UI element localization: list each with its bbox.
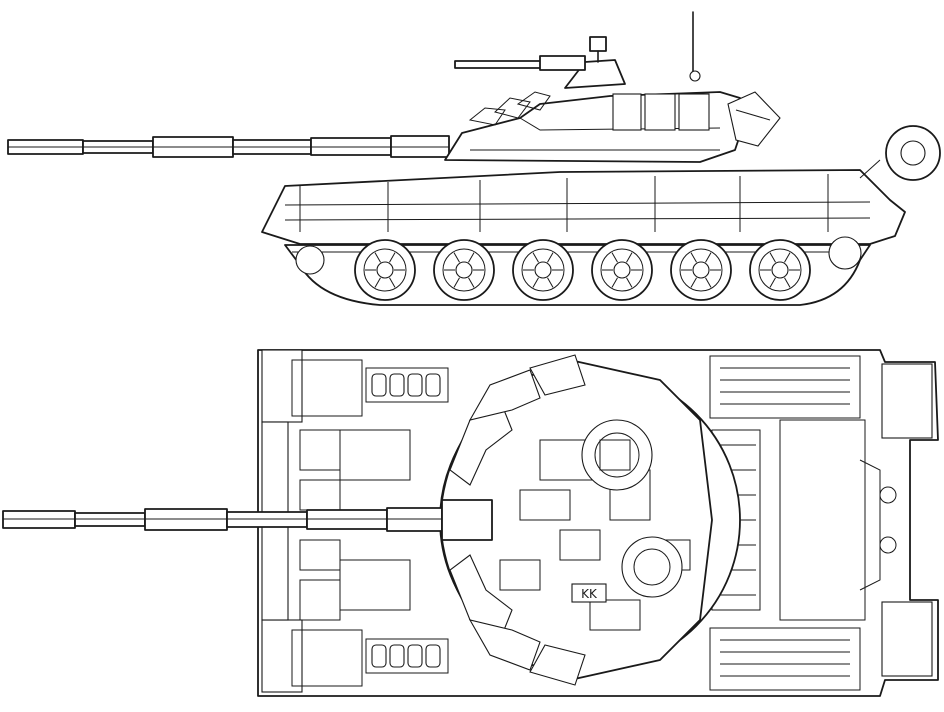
gunner-hatch xyxy=(621,536,683,598)
stowage-cell xyxy=(389,373,405,397)
road-wheel xyxy=(749,239,811,301)
road-wheel xyxy=(670,239,732,301)
side-view xyxy=(7,11,941,306)
road-wheel xyxy=(512,239,574,301)
stowage-cell xyxy=(425,644,441,668)
top-stowage-row-1 xyxy=(365,367,449,403)
side-turret xyxy=(444,11,781,163)
stowage-cell xyxy=(389,644,405,668)
stowage-cell xyxy=(371,373,387,397)
side-running-gear xyxy=(284,236,871,306)
road-wheel xyxy=(433,239,495,301)
drive-sprocket xyxy=(828,236,862,270)
top-engine-deck xyxy=(709,355,933,691)
side-gun-barrel xyxy=(7,135,450,158)
turret-marking: KK xyxy=(571,583,607,603)
turret-marking-text: KK xyxy=(581,587,598,601)
road-wheel xyxy=(354,239,416,301)
idler-wheel xyxy=(295,245,325,275)
stowage-cell xyxy=(371,644,387,668)
side-hull xyxy=(261,125,941,245)
road-wheels xyxy=(354,239,811,301)
road-wheel xyxy=(591,239,653,301)
top-hatches xyxy=(581,419,683,598)
top-front-hull xyxy=(261,349,411,693)
stowage-cell xyxy=(407,373,423,397)
commander-hatch xyxy=(581,419,653,491)
top-stowage-row-2 xyxy=(365,638,449,674)
stowage-cell xyxy=(407,644,423,668)
top-gun-barrel xyxy=(2,499,493,541)
stowage-cell xyxy=(425,373,441,397)
top-view: KK xyxy=(2,349,939,697)
